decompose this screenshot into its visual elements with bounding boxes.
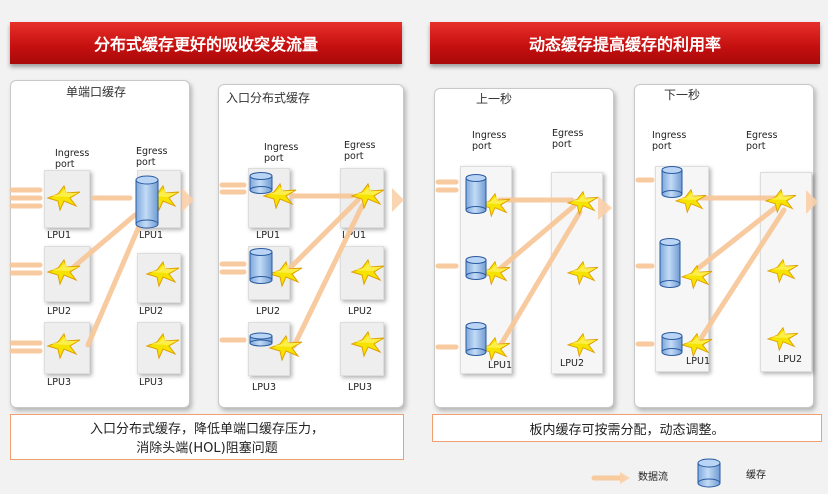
ingress-label: Ingress port xyxy=(652,130,687,152)
panel-title: 入口分布式缓存 xyxy=(226,91,311,105)
lpu-box xyxy=(137,253,181,303)
lpu-label: LPU2 xyxy=(47,306,72,317)
ingress-label: Ingress port xyxy=(264,142,299,164)
legend-flow-label: 数据流 xyxy=(638,472,668,483)
lpu-label: LPU2 xyxy=(560,358,585,369)
lpu-column xyxy=(760,172,812,372)
lpu-label: LPU3 xyxy=(139,377,164,388)
lpu-box xyxy=(340,168,384,228)
lpu-label: LPU1 xyxy=(47,230,72,241)
lpu-box xyxy=(248,246,290,300)
banner-dynamic-buffer: 动态缓存提高缓存的利用率 xyxy=(430,22,820,64)
panel-title: 下一秒 xyxy=(664,88,701,102)
lpu-label: LPU1 xyxy=(256,230,281,241)
lpu-box xyxy=(44,246,90,302)
panel-title: 上一秒 xyxy=(476,92,513,106)
egress-label: Egress port xyxy=(136,146,168,168)
egress-label: Egress port xyxy=(552,128,584,150)
egress-label: Egress port xyxy=(746,130,778,152)
lpu-box xyxy=(137,322,181,374)
lpu-box xyxy=(137,170,181,228)
lpu-box xyxy=(248,322,290,376)
lpu-box xyxy=(340,246,384,300)
caption-right: 板内缓存可按需分配，动态调整。 xyxy=(432,414,822,442)
lpu-label: LPU3 xyxy=(47,377,72,388)
lpu-label: LPU2 xyxy=(256,306,281,317)
lpu-label: LPU1 xyxy=(139,230,164,241)
banner-distributed-buffer: 分布式缓存更好的吸收突发流量 xyxy=(10,22,402,64)
lpu-label: LPU1 xyxy=(686,356,711,367)
legend-arrowhead xyxy=(620,472,630,484)
lpu-column xyxy=(655,166,709,372)
caption-left: 入口分布式缓存，降低单端口缓存压力， 消除头端(HOL)阻塞问题 xyxy=(10,414,404,460)
legend-buffer-label: 缓存 xyxy=(746,470,766,481)
lpu-label: LPU3 xyxy=(252,382,277,393)
legend-buffer-icon xyxy=(697,458,721,488)
lpu-label: LPU1 xyxy=(342,230,367,241)
lpu-label: LPU3 xyxy=(348,382,373,393)
caption-line: 入口分布式缓存，降低单端口缓存压力， xyxy=(89,422,324,437)
lpu-box xyxy=(44,322,90,374)
lpu-label: LPU2 xyxy=(348,306,373,317)
egress-label: Egress port xyxy=(344,140,376,162)
lpu-box xyxy=(340,322,384,376)
ingress-label: Ingress port xyxy=(472,130,507,152)
lpu-box xyxy=(44,170,90,228)
panel-title: 单端口缓存 xyxy=(66,85,127,99)
lpu-label: LPU1 xyxy=(488,360,513,371)
lpu-label: LPU2 xyxy=(778,354,803,365)
lpu-box xyxy=(248,168,290,228)
caption-line: 消除头端(HOL)阻塞问题 xyxy=(136,441,278,456)
lpu-column xyxy=(551,172,603,374)
ingress-label: Ingress port xyxy=(55,148,90,170)
lpu-label: LPU2 xyxy=(139,306,164,317)
lpu-column xyxy=(460,166,512,374)
caption-line: 板内缓存可按需分配，动态调整。 xyxy=(529,422,725,438)
